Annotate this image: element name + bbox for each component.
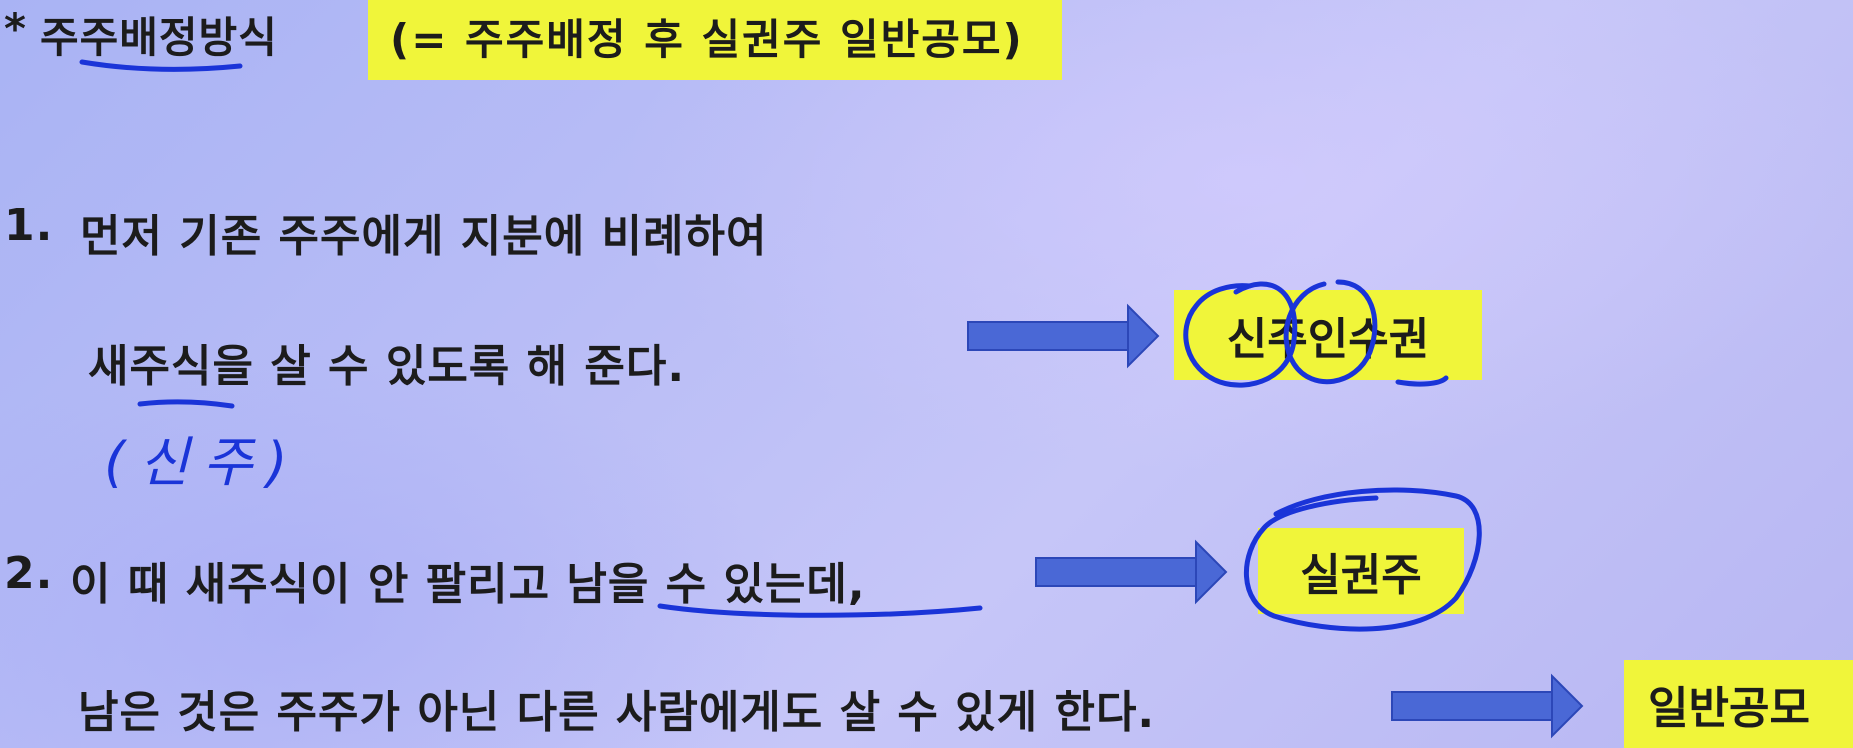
ink-underline-remaining [657, 603, 983, 618]
heading-title: 주주배정방식 [40, 13, 278, 62]
item-1-number: 1. [4, 200, 54, 251]
ink-circle-sinju [1183, 281, 1298, 388]
item-1-line2: 새주식을 살 수 있도록 해 준다. [88, 341, 686, 392]
item-2-number: 2. [4, 548, 54, 599]
badge-rights: 신주인수권 [1174, 290, 1482, 380]
item-2-line2: 남은 것은 주주가 아닌 다른 사람에게도 살 수 있게 한다. [78, 687, 1156, 738]
handwritten-note: (신주) [104, 431, 302, 494]
badge-forfeited: 실권주 [1258, 528, 1464, 614]
ink-circle-insu [1283, 279, 1378, 385]
arrow-right-icon [1035, 539, 1228, 605]
ink-underline-heading [79, 59, 243, 72]
arrow-right-icon [967, 303, 1160, 369]
heading-highlight: (= 주주배정 후 실권주 일반공모) [368, 0, 1062, 80]
ink-underline-right [1395, 375, 1449, 387]
ink-underline-new-stock [137, 399, 235, 409]
heading-bullet: * [4, 4, 27, 53]
ink-circle-forfeited [1244, 487, 1482, 632]
arrow-right-icon [1391, 673, 1584, 739]
item-1-line1: 먼저 기존 주주에게 지분에 비례하여 [80, 211, 768, 262]
item-2-line1: 이 때 새주식이 안 팔리고 남을 수 있는데, [70, 559, 866, 610]
badge-public-offering: 일반공모 [1624, 660, 1853, 748]
